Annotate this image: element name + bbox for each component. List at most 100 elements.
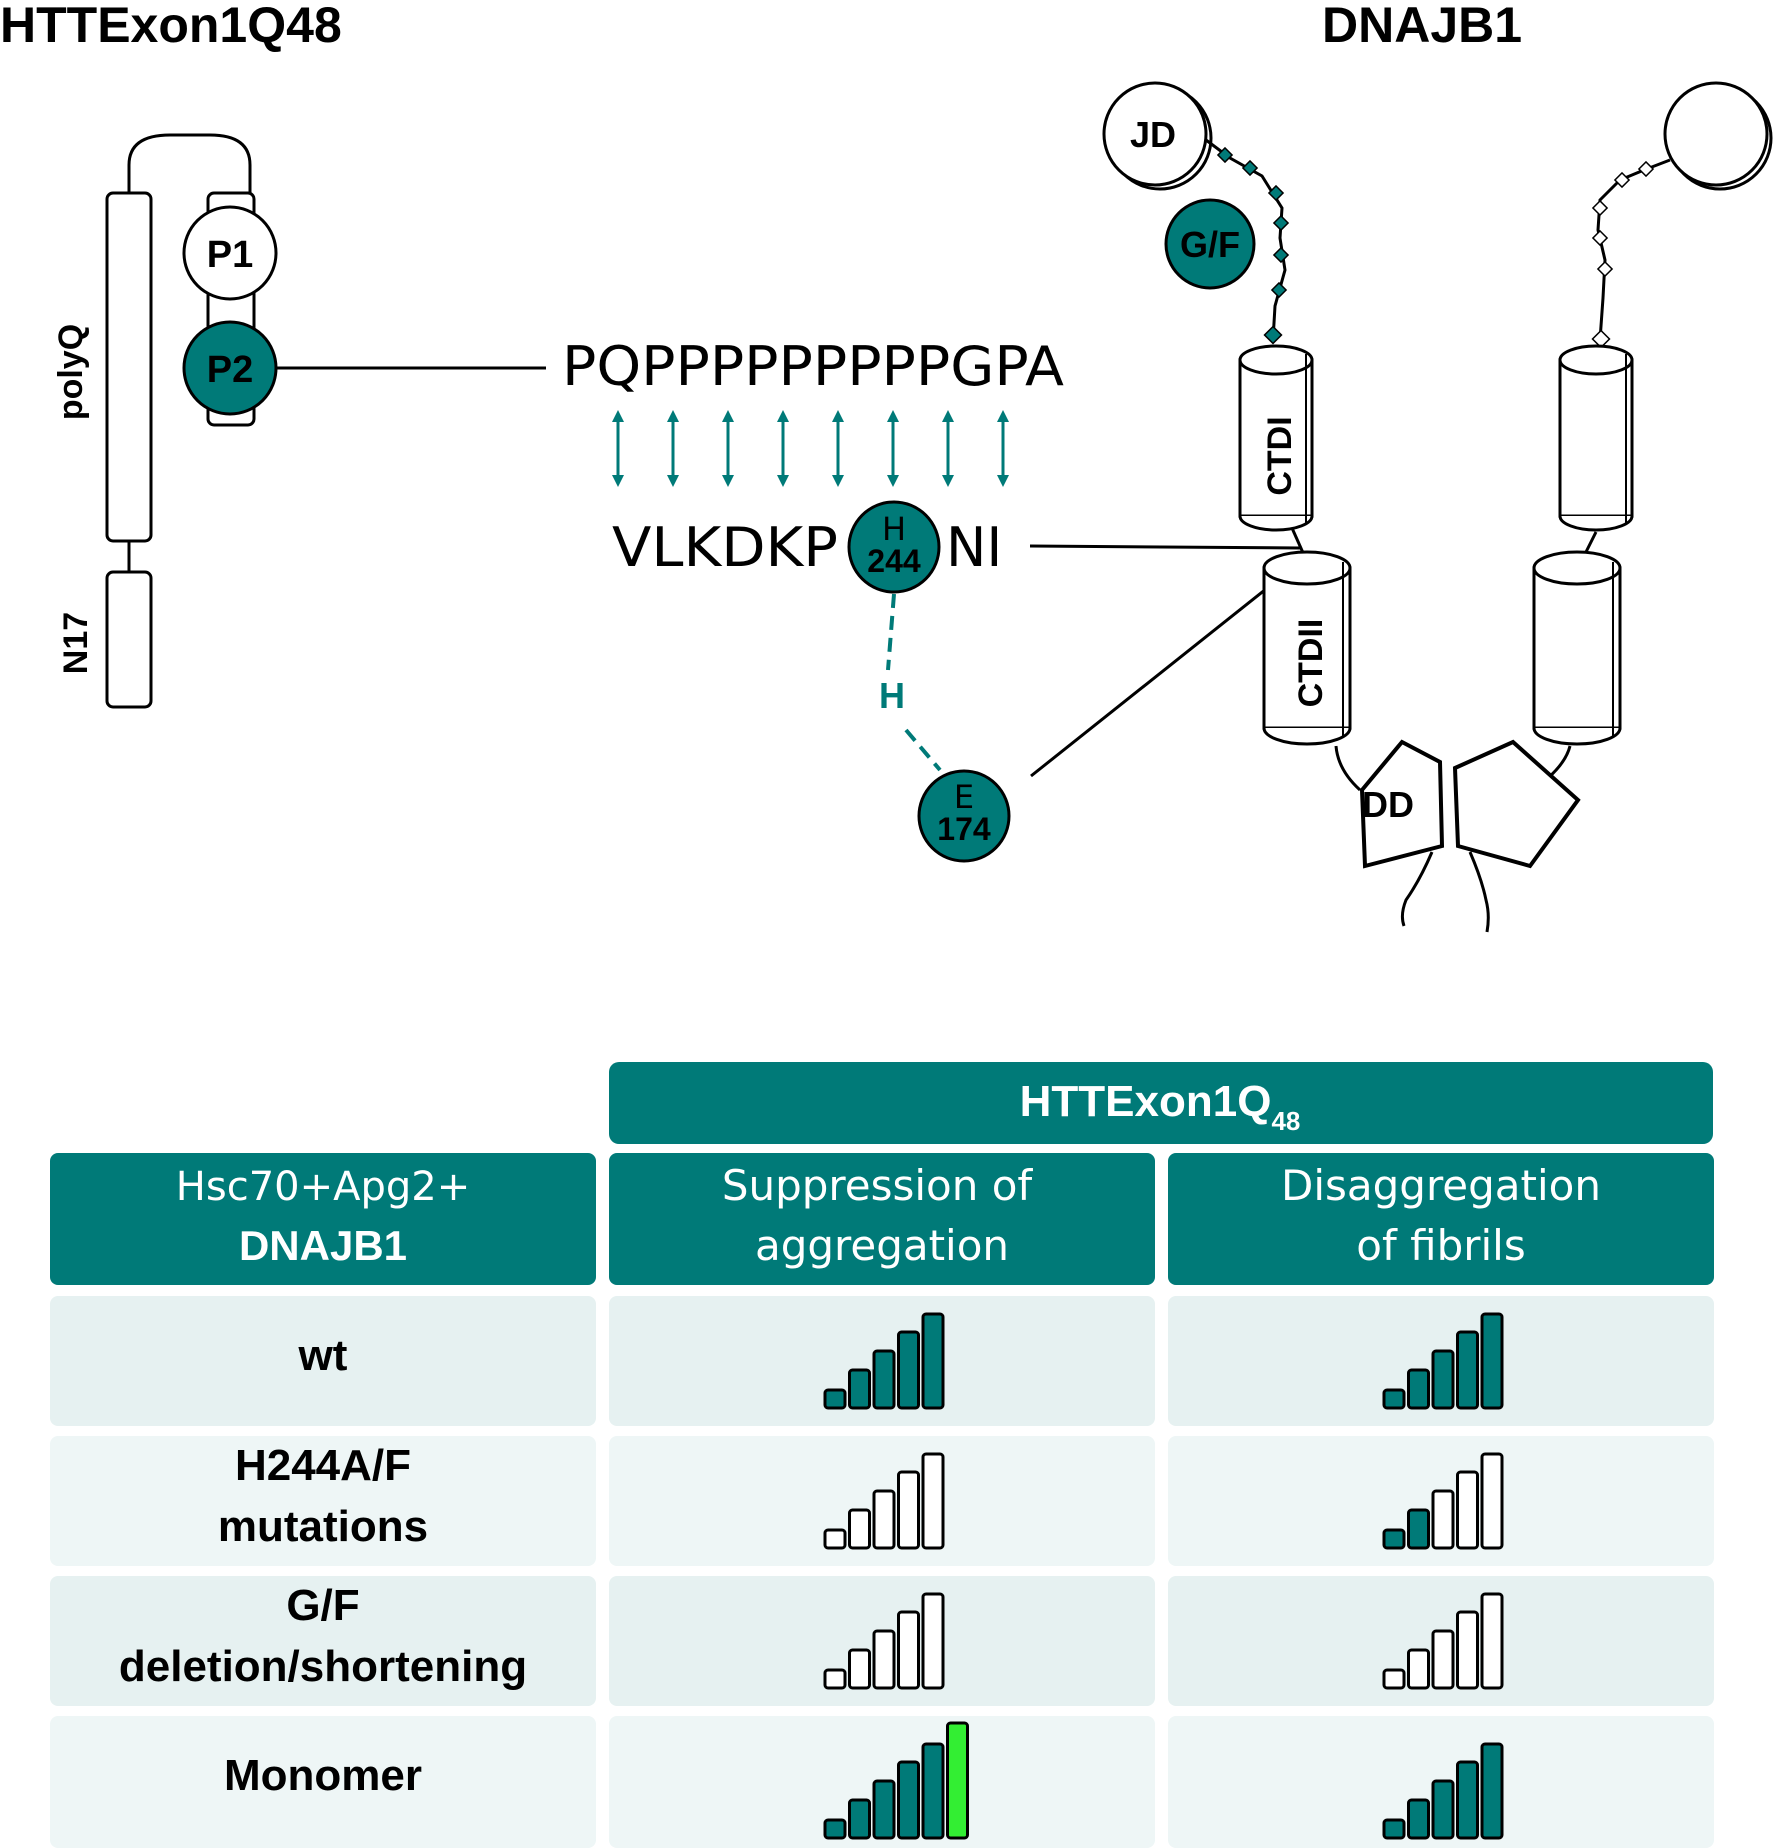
- activity-bar: [921, 1592, 945, 1690]
- p1-circle: [182, 205, 278, 301]
- sequence-bottom-right: NI: [946, 516, 1002, 579]
- activity-bar: [848, 1648, 871, 1690]
- sequence-connector: [1029, 544, 1301, 550]
- activity-bar: [848, 1368, 871, 1410]
- activity-bar: [872, 1779, 896, 1840]
- ctd1-label: CTDI: [1261, 416, 1299, 495]
- table-header-main-text: HTTExon1Q: [1020, 1077, 1272, 1126]
- col2-line1: Disaggregation: [1281, 1161, 1601, 1210]
- activity-bar: [946, 1721, 969, 1840]
- row-label-gf-line2: deletion/shortening: [119, 1642, 527, 1691]
- n17-label: N17: [57, 612, 95, 674]
- activity-bar: [1431, 1779, 1455, 1840]
- activity-bar: [1407, 1798, 1430, 1840]
- h244-letter: H: [882, 510, 906, 548]
- e174-residue: [917, 769, 1011, 863]
- activity-bar: [1431, 1629, 1455, 1690]
- activity-bar: [872, 1349, 896, 1410]
- ctd1-domain-right: [1558, 344, 1634, 532]
- row-label-monomer: Monomer: [224, 1751, 422, 1800]
- e174-number: 174: [937, 811, 991, 847]
- activity-bar: [1407, 1368, 1430, 1410]
- activity-bar: [848, 1798, 871, 1840]
- activity-bar: [897, 1610, 920, 1690]
- activity-bar: [1480, 1312, 1504, 1410]
- jd-label: JD: [1130, 114, 1176, 155]
- p1-label: P1: [207, 234, 253, 276]
- e174-letter: E: [954, 778, 974, 816]
- row-label-h244-line2: mutations: [218, 1502, 428, 1551]
- activity-bar: [897, 1470, 920, 1550]
- dd-domain: [1359, 739, 1445, 869]
- table-header-col1: [609, 1153, 1155, 1285]
- activity-bar: [1407, 1508, 1430, 1550]
- activity-bar: [823, 1528, 847, 1550]
- title-dnajb1: DNAJB1: [1322, 0, 1522, 53]
- gf-region: [1164, 198, 1256, 290]
- activity-bar: [1456, 1330, 1479, 1410]
- activity-bar: [1456, 1760, 1479, 1840]
- activity-bar: [1382, 1668, 1406, 1690]
- activity-bar: [897, 1760, 920, 1840]
- col1-line2: aggregation: [755, 1221, 1009, 1270]
- e174-connector: [1030, 560, 1301, 778]
- hydrogen-bond: [886, 593, 942, 772]
- title-httexon: HTTExon1Q48: [0, 0, 342, 53]
- ctd2-label: CTDII: [1292, 619, 1330, 708]
- activity-bars: [823, 1312, 1504, 1840]
- activity-bar: [921, 1312, 945, 1410]
- interaction-arrows: [612, 410, 1009, 487]
- polyq-helix: [105, 191, 153, 543]
- col2-line2: of fibrils: [1356, 1221, 1525, 1270]
- ctd2-domain-right: [1532, 550, 1622, 746]
- activity-bar: [1382, 1818, 1406, 1840]
- corner-line2: DNAJB1: [239, 1222, 407, 1269]
- activity-bar: [823, 1388, 847, 1410]
- col1-line1: Suppression of: [722, 1161, 1034, 1210]
- activity-bar: [921, 1742, 945, 1840]
- corner-line1: Hsc70+Apg2+: [176, 1164, 470, 1210]
- dd-domain-right: [1452, 739, 1581, 869]
- dd-label: DD: [1362, 784, 1414, 825]
- table-header-corner: [50, 1153, 596, 1285]
- activity-bar: [1480, 1452, 1504, 1550]
- h244-residue: [847, 500, 941, 594]
- activity-bar: [1382, 1388, 1406, 1410]
- activity-bar: [897, 1330, 920, 1410]
- activity-bar: [1407, 1648, 1430, 1690]
- table-row-backgrounds: [50, 1296, 1714, 1848]
- dnajb1-structure: JD G/F: [1102, 81, 1773, 933]
- row-label-gf-line1: G/F: [286, 1581, 359, 1630]
- activity-bar: [872, 1629, 896, 1690]
- activity-bar: [848, 1508, 871, 1550]
- h244-number: 244: [867, 543, 921, 579]
- ctd2-domain: [1262, 550, 1352, 746]
- hbond-label: H: [879, 675, 905, 716]
- activity-bar: [823, 1818, 847, 1840]
- sequence-top: PQPPPPPPPPPGPA: [562, 335, 1064, 398]
- gf-linker-beads: [1216, 146, 1290, 345]
- activity-bar: [1480, 1592, 1504, 1690]
- htt-structure: P1 P2 polyQ N17: [52, 133, 278, 709]
- results-table: HTTExon1Q48 Hsc70+Apg2+ DNAJB1 Suppressi…: [50, 1062, 1714, 1848]
- activity-bar: [1431, 1349, 1455, 1410]
- activity-bar: [1480, 1742, 1504, 1840]
- activity-bar: [921, 1452, 945, 1550]
- table-header-title: HTTExon1Q48: [1020, 1077, 1301, 1136]
- row-label-h244-line1: H244A/F: [235, 1441, 411, 1490]
- n17-helix: [105, 570, 153, 709]
- activity-bar: [1431, 1489, 1455, 1550]
- activity-bar: [872, 1489, 896, 1550]
- polyq-label: polyQ: [52, 324, 90, 420]
- ctd1-domain: [1238, 344, 1314, 532]
- activity-bar: [1382, 1528, 1406, 1550]
- sequence-bottom-left: VLKDKP: [612, 516, 838, 579]
- activity-bar: [1456, 1470, 1479, 1550]
- table-header-main: [609, 1062, 1713, 1144]
- activity-bar: [1456, 1610, 1479, 1690]
- row-label-wt: wt: [298, 1331, 348, 1380]
- gf-label: G/F: [1180, 224, 1240, 265]
- table-header-col2: [1168, 1153, 1714, 1285]
- htt-loop: [127, 133, 252, 193]
